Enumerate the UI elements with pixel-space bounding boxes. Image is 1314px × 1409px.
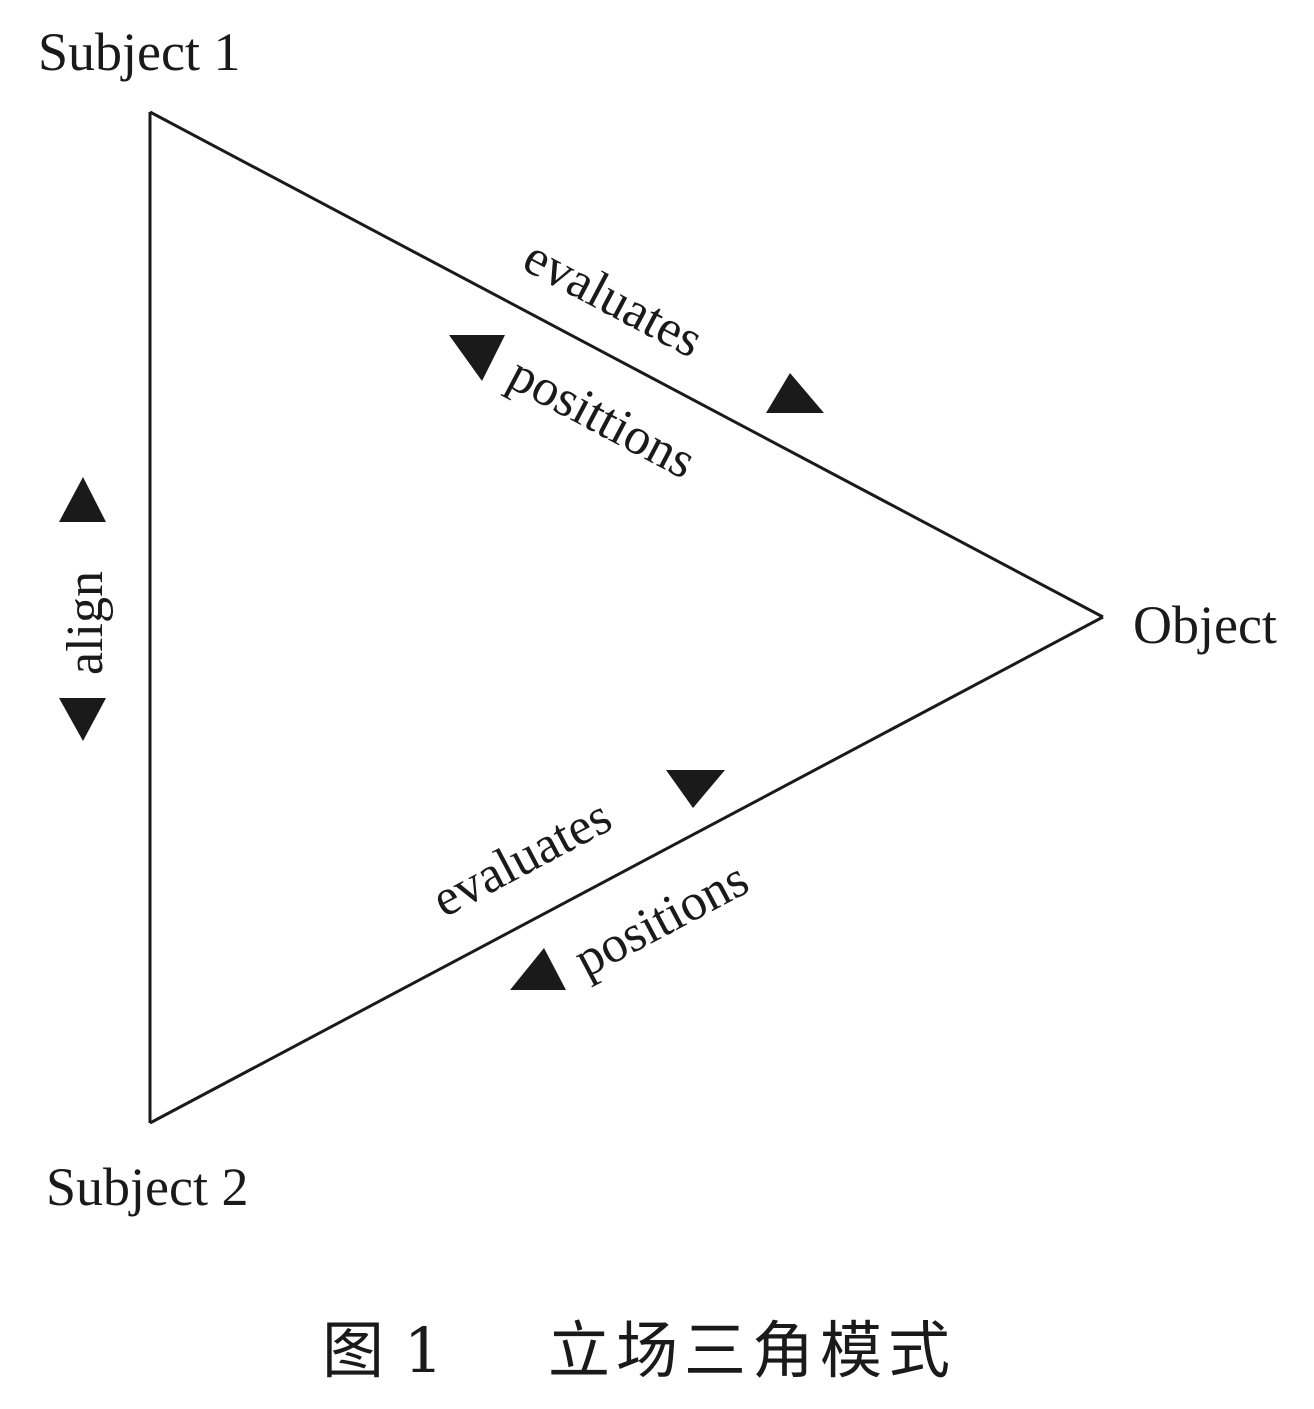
figure-caption-number: 图 1	[322, 1314, 443, 1387]
bottom-edge-arrow-toward-subject2	[510, 948, 566, 990]
left-edge-arrow-down	[59, 698, 106, 741]
bottom-edge-evaluates-label: evaluates	[423, 788, 621, 929]
left-edge-arrow-up	[59, 477, 106, 522]
node-object: Object	[1133, 595, 1277, 655]
bottom-edge-positions-label: positions	[565, 850, 758, 988]
bottom-edge-arrow-toward-object	[666, 770, 725, 808]
top-edge-arrow-toward-subject1	[449, 335, 505, 381]
top-edge-evaluates-label: evaluates	[514, 228, 712, 369]
edge-subject1-object	[149, 110, 1104, 619]
left-edge-align-label: align	[57, 571, 114, 675]
edge-subject2-object	[149, 615, 1104, 1125]
top-edge-arrow-toward-object	[766, 373, 824, 413]
node-subject-2: Subject 2	[46, 1157, 248, 1217]
node-subject-1: Subject 1	[38, 22, 240, 82]
figure-caption-title: 立场三角模式	[548, 1314, 956, 1387]
top-edge-positions-label: posittions	[499, 345, 704, 490]
